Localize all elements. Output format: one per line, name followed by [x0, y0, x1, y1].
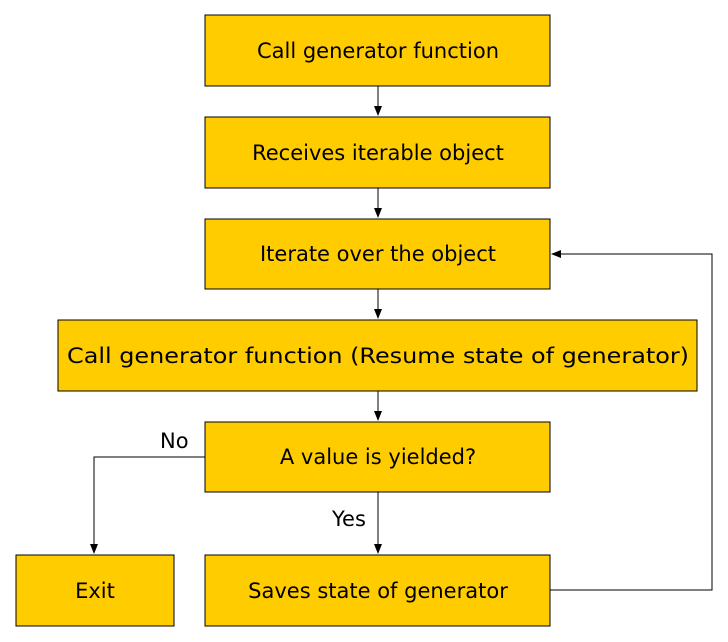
arrow-decision-to-exit — [90, 456, 205, 554]
node-exit: Exit — [15, 554, 175, 627]
edge-label-yes: Yes — [331, 507, 366, 531]
edge-label-no: No — [160, 429, 189, 453]
node-iterate: Iterate over the object — [204, 218, 551, 290]
node-save-state: Saves state of generator — [204, 554, 551, 627]
node-call-generator-label: Call generator function — [257, 39, 499, 63]
node-value-yielded-label: A value is yielded? — [280, 445, 476, 469]
node-receives-iterable-label: Receives iterable object — [252, 141, 504, 165]
node-exit-label: Exit — [75, 579, 115, 603]
node-resume-generator-label: Call generator function (Resume state of… — [67, 344, 689, 368]
node-iterate-label: Iterate over the object — [260, 242, 496, 266]
node-value-yielded-decision: A value is yielded? — [204, 421, 551, 493]
node-call-generator: Call generator function — [204, 14, 551, 87]
arrow-save-loop-to-iterate — [550, 250, 713, 591]
node-receives-iterable: Receives iterable object — [204, 116, 551, 189]
node-save-state-label: Saves state of generator — [248, 579, 508, 603]
node-resume-generator: Call generator function (Resume state of… — [57, 319, 698, 392]
